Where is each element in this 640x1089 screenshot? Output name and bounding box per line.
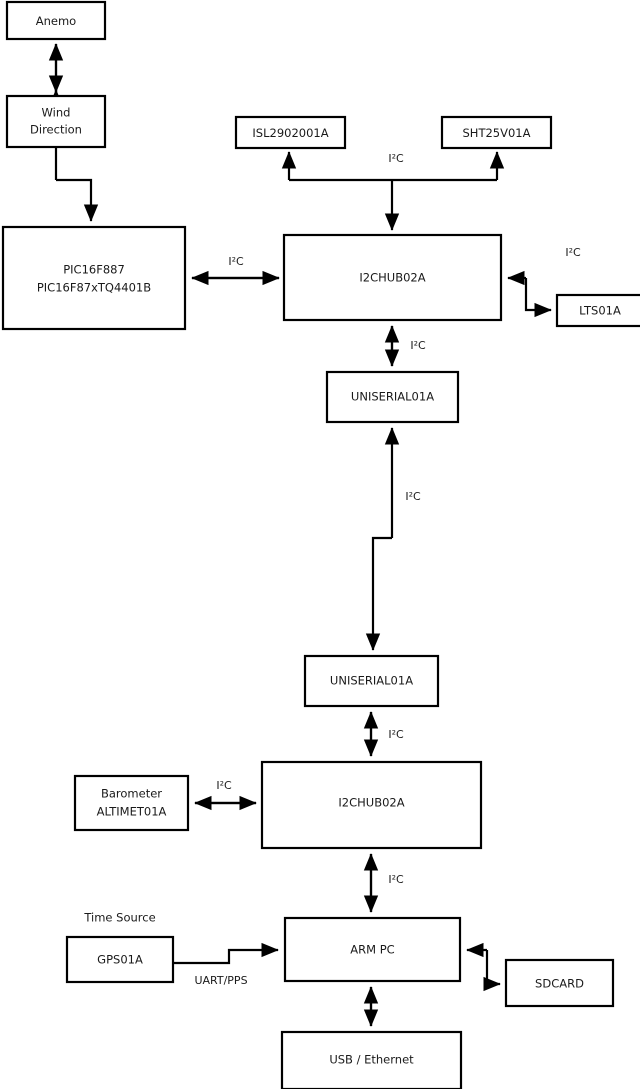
node-uniserial01a-top[interactable]: UNISERIAL01A — [325, 370, 460, 424]
node-pic-box[interactable] — [1, 225, 187, 331]
node-sdcard-label: SDCARD — [535, 977, 584, 991]
edge-label-i2c-hub-armpc: I²C — [388, 873, 404, 886]
edge-label-i2c-barometer: I²C — [216, 779, 232, 792]
node-i2chub02a-bottom-label: I2CHUB02A — [338, 796, 404, 810]
node-usb-ethernet-label: USB / Ethernet — [329, 1053, 414, 1067]
node-barometer[interactable]: Barometer ALTIMET01A — [73, 774, 190, 832]
node-uniserial01a-bottom[interactable]: UNISERIAL01A — [303, 654, 440, 708]
node-gps01a-label: GPS01A — [97, 953, 143, 967]
node-isl2902001a-label: ISL2902001A — [252, 126, 328, 140]
edge-hub-lts: I²C — [507, 246, 581, 318]
node-armpc-box[interactable] — [283, 916, 462, 983]
edge-label-i2c-top-sensors: I²C — [388, 152, 404, 165]
edge-arrow-to-armpc-left — [174, 942, 279, 965]
node-wind-direction-box[interactable] — [5, 94, 107, 149]
node-isl2902001a-box[interactable] — [234, 115, 347, 150]
edge-label-uart-pps: UART/PPS — [194, 974, 247, 987]
node-i2chub02a-bottom[interactable]: I2CHUB02A — [260, 760, 483, 850]
node-uniserial01a-top-box[interactable] — [325, 370, 460, 424]
node-sht25v01a[interactable]: SHT25V01A — [440, 115, 553, 150]
edge-label-i2c-uniserial-hub-bot: I²C — [388, 728, 404, 741]
node-lts01a[interactable]: LTS01A — [555, 293, 640, 328]
edge-hub-sensors-bus: I²C — [281, 151, 505, 231]
node-barometer-label-line2: ALTIMET01A — [97, 805, 167, 819]
label-time-source: Time Source — [83, 911, 155, 925]
node-uniserial01a-top-label: UNISERIAL01A — [351, 390, 434, 404]
node-isl2902001a[interactable]: ISL2902001A — [234, 115, 347, 150]
edge-armpc-sdcard — [466, 942, 501, 992]
edge-label-i2c-pic-hub: I²C — [228, 255, 244, 268]
node-anemo-label: Anemo — [36, 14, 76, 28]
node-armpc-label: ARM PC — [350, 943, 394, 957]
node-lts01a-label: LTS01A — [579, 304, 621, 318]
edge-hub-uniserial-top: I²C — [384, 325, 426, 367]
edge-arrow-to-pic — [56, 178, 99, 222]
edge-arrow-down-to-uniserial-bottom — [365, 536, 392, 651]
node-barometer-label-line1: Barometer — [101, 787, 162, 801]
node-barometer-box[interactable] — [73, 774, 190, 832]
node-pic-label-line2: PIC16F87xTQ4401B — [37, 281, 151, 295]
node-i2chub02a-top[interactable]: I2CHUB02A — [282, 233, 503, 322]
node-i2chub02a-top-box[interactable] — [282, 233, 503, 322]
edge-barometer-hub: I²C — [194, 779, 257, 811]
node-usb-ethernet-box[interactable] — [280, 1030, 463, 1089]
node-sdcard[interactable]: SDCARD — [504, 958, 615, 1008]
node-lts01a-box[interactable] — [555, 293, 640, 328]
node-i2chub02a-top-label: I2CHUB02A — [359, 271, 425, 285]
edge-label-i2c-uniserial-link: I²C — [405, 490, 421, 503]
node-usb-ethernet[interactable]: USB / Ethernet — [280, 1030, 463, 1089]
node-anemo-box[interactable] — [5, 0, 107, 41]
node-wind-direction-label-line2: Direction — [30, 123, 82, 137]
edge-arrow-to-lts — [524, 278, 552, 318]
node-uniserial01a-bottom-label: UNISERIAL01A — [330, 674, 413, 688]
edge-hub-armpc: I²C — [363, 853, 404, 913]
node-wind-direction-label-line1: Wind — [42, 106, 71, 120]
node-i2chub02a-bottom-box[interactable] — [260, 760, 483, 850]
node-armpc[interactable]: ARM PC — [283, 916, 462, 983]
edge-label-i2c-hub-uniserial: I²C — [410, 339, 426, 352]
node-sht25v01a-box[interactable] — [440, 115, 553, 150]
node-wind-direction[interactable]: Wind Direction — [5, 94, 107, 149]
edge-gps-armpc: UART/PPS — [174, 942, 279, 987]
node-uniserial01a-bottom-box[interactable] — [303, 654, 440, 708]
node-anemo[interactable]: Anemo — [5, 0, 107, 41]
node-sht25v01a-label: SHT25V01A — [463, 126, 531, 140]
edge-uniserial-hub-bottom: I²C — [363, 711, 404, 757]
edge-uniserial-link: I²C — [365, 427, 421, 651]
node-gps01a-box[interactable] — [65, 935, 175, 984]
edge-pic-hub: I²C — [191, 255, 280, 286]
edge-arrow-to-sdcard — [483, 950, 501, 992]
node-pic[interactable]: PIC16F887 PIC16F87xTQ4401B — [1, 225, 187, 331]
node-pic-label-line1: PIC16F887 — [63, 263, 125, 277]
edge-label-i2c-hub-lts: I²C — [565, 246, 581, 259]
node-gps01a[interactable]: GPS01A — [65, 935, 175, 984]
node-sdcard-box[interactable] — [504, 958, 615, 1008]
